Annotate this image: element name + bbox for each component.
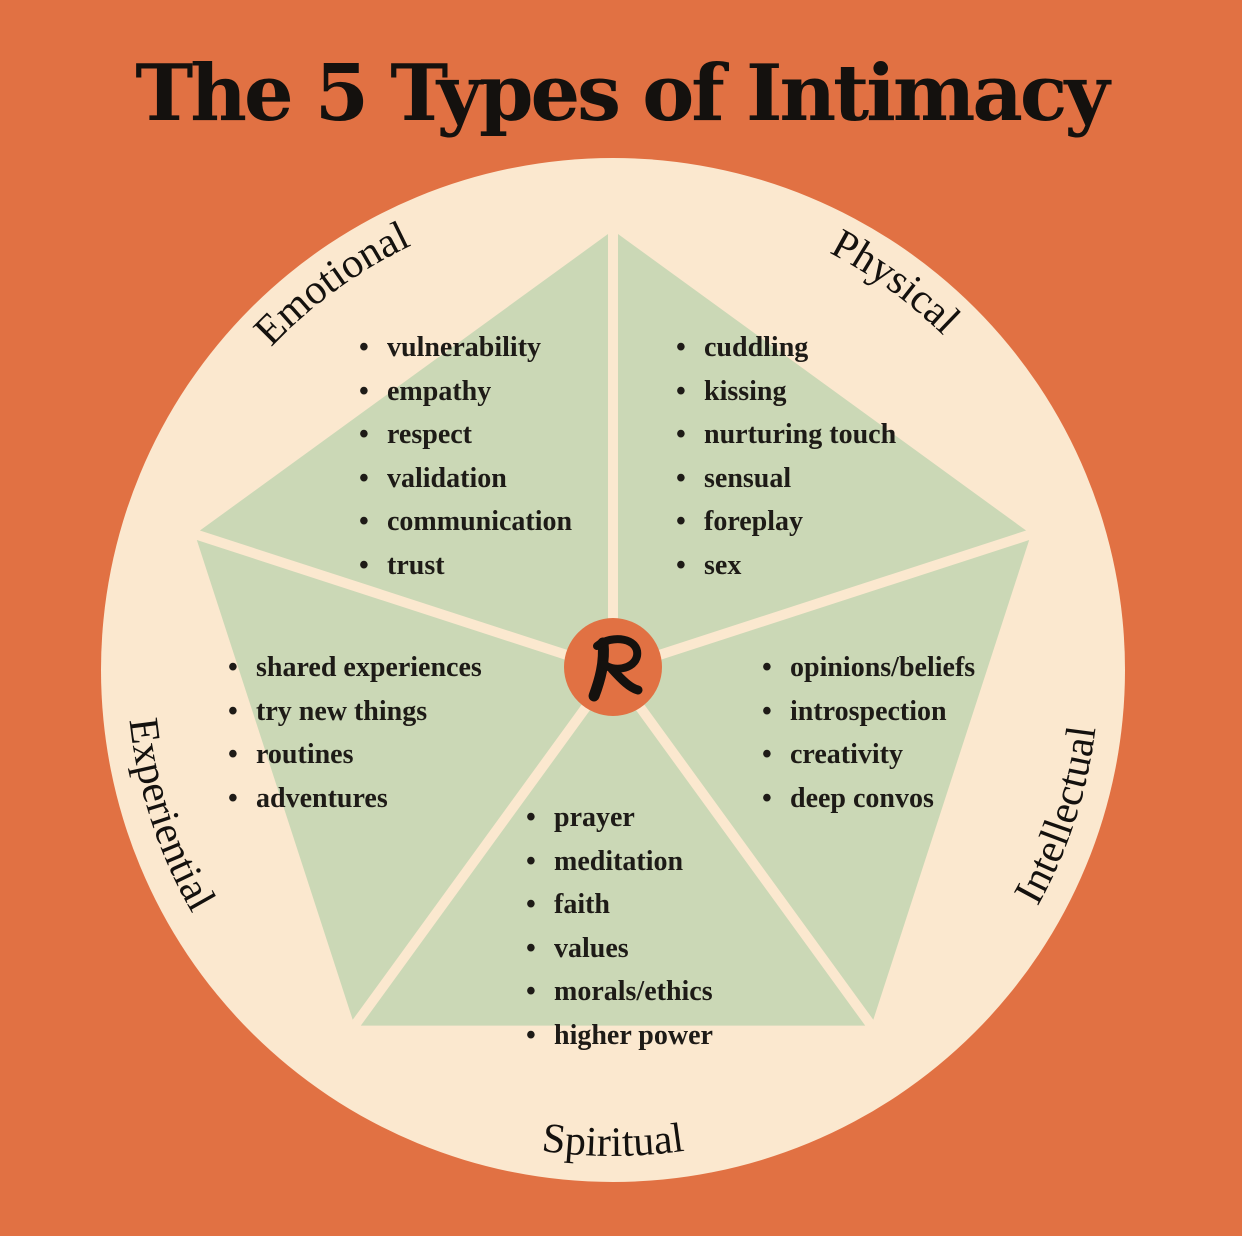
list-item: higher power	[524, 1014, 713, 1058]
emotional-item-list: vulnerabilityempathyrespectvalidationcom…	[357, 326, 572, 587]
list-item: introspection	[760, 690, 975, 734]
list-item: sex	[674, 544, 896, 588]
list-item: meditation	[524, 840, 713, 884]
list-item: routines	[226, 733, 482, 777]
list-item: values	[524, 927, 713, 971]
list-item: creativity	[760, 733, 975, 777]
list-item: respect	[357, 413, 572, 457]
segment-label-spiritual: Spiritual	[540, 1115, 687, 1166]
list-item: validation	[357, 457, 572, 501]
list-item: communication	[357, 500, 572, 544]
list-item: try new things	[226, 690, 482, 734]
list-item: nurturing touch	[674, 413, 896, 457]
physical-item-list: cuddlingkissingnurturing touchsensualfor…	[674, 326, 896, 587]
list-item: deep convos	[760, 777, 975, 821]
page-title: The 5 Types of Intimacy	[135, 48, 1109, 139]
list-item: vulnerability	[357, 326, 572, 370]
list-item: opinions/beliefs	[760, 646, 975, 690]
list-item: trust	[357, 544, 572, 588]
intellectual-item-list: opinions/beliefsintrospectioncreativityd…	[760, 646, 975, 820]
list-item: morals/ethics	[524, 970, 713, 1014]
list-item: sensual	[674, 457, 896, 501]
spiritual-item-list: prayermeditationfaithvaluesmorals/ethics…	[524, 796, 713, 1057]
list-item: foreplay	[674, 500, 896, 544]
list-item: adventures	[226, 777, 482, 821]
logo-icon	[588, 635, 643, 702]
list-item: prayer	[524, 796, 713, 840]
list-item: empathy	[357, 370, 572, 414]
list-item: faith	[524, 883, 713, 927]
experiential-item-list: shared experiencestry new thingsroutines…	[226, 646, 482, 820]
list-item: kissing	[674, 370, 896, 414]
list-item: shared experiences	[226, 646, 482, 690]
list-item: cuddling	[674, 326, 896, 370]
